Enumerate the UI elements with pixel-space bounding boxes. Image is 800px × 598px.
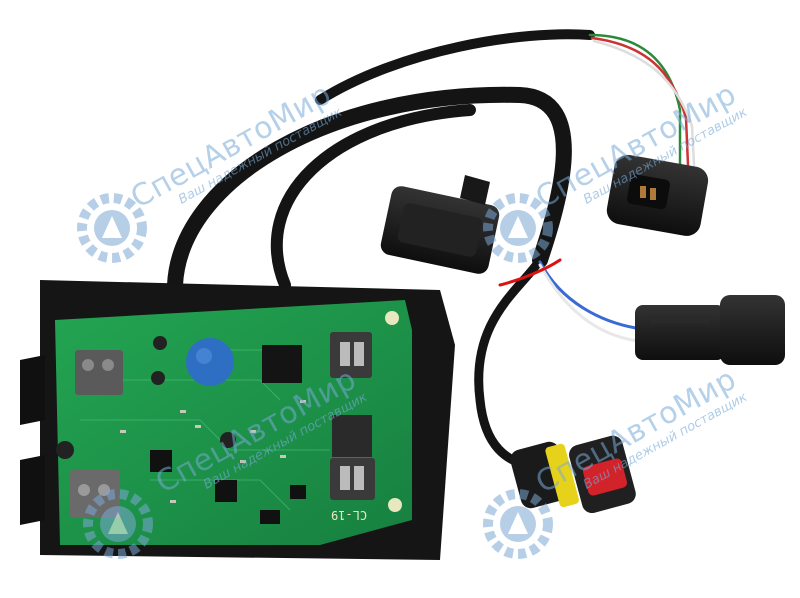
pcb-board: [55, 300, 412, 545]
pcb-label: CL-19: [331, 508, 368, 522]
connector-4pin: [606, 154, 709, 236]
fuse-holder: [380, 175, 500, 274]
cable-harness: [167, 29, 696, 470]
connector-2pin-black: [635, 295, 785, 365]
watermark-logo-icon: [77, 193, 553, 559]
connector-waterproof: [510, 435, 636, 514]
